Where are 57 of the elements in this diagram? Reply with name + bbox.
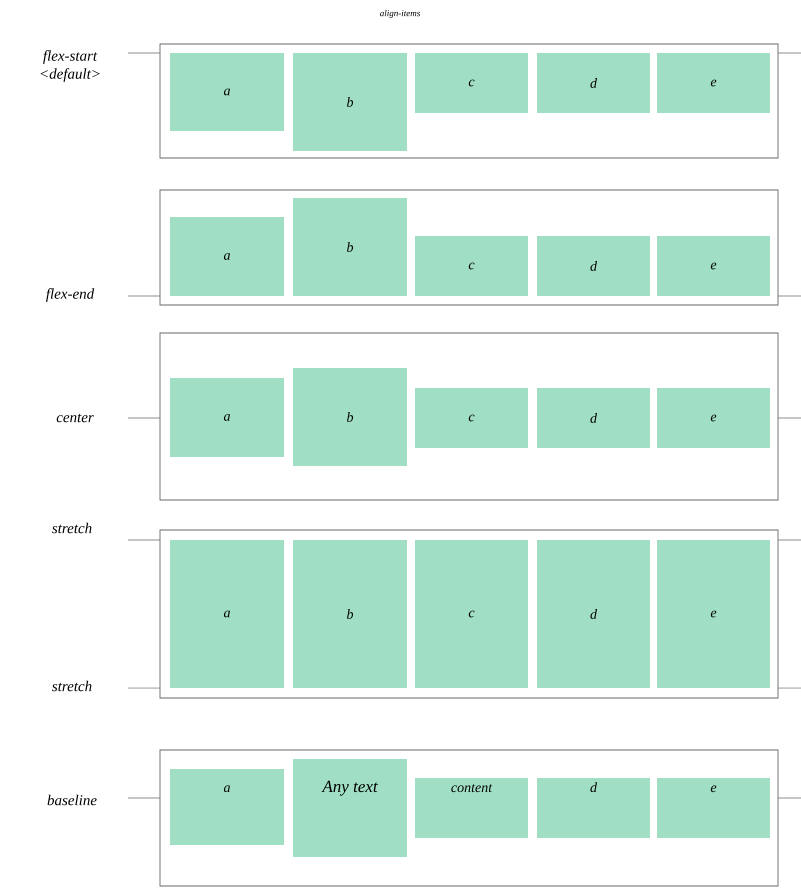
item-label: d (590, 609, 598, 619)
item-label: a (224, 785, 230, 792)
flex-item (170, 540, 284, 688)
item-label: c (468, 414, 474, 422)
value-label: center (56, 414, 94, 422)
item-label: d (590, 78, 598, 88)
flex-item (537, 778, 650, 838)
item-label: a (224, 414, 230, 421)
item-label: d (590, 782, 598, 792)
flex-item (657, 236, 770, 296)
flex-item (537, 53, 650, 113)
item-label: b (347, 97, 354, 107)
item-label: content (451, 784, 492, 792)
item-label: e (710, 80, 716, 86)
flex-item (537, 236, 650, 296)
flex-item (537, 540, 650, 688)
flex-item (415, 778, 528, 838)
value-label: baseline (48, 794, 97, 806)
flex-item (293, 540, 407, 688)
title: align-items (380, 10, 420, 18)
flex-item (415, 388, 528, 448)
flex-item (293, 759, 407, 857)
flex-item (293, 53, 407, 151)
value-label: flex-start <default> (40, 50, 100, 82)
item-label: e (710, 785, 716, 792)
flex-item (170, 378, 284, 457)
flex-item (415, 236, 528, 296)
flex-item (293, 198, 407, 296)
item-label: b (347, 242, 354, 252)
flex-item (415, 540, 528, 688)
flex-item (657, 53, 770, 113)
flex-item (293, 368, 407, 466)
item-label: a (224, 88, 230, 96)
item-label: e (710, 610, 716, 618)
flex-item (537, 388, 650, 448)
flex-item (657, 778, 770, 838)
flex-item (170, 769, 284, 845)
item-label: Any text (321, 780, 378, 796)
value-label: stretch (52, 680, 92, 692)
item-label: e (710, 262, 716, 270)
flex-item (657, 540, 770, 688)
item-label: e (710, 414, 716, 422)
item-label: d (590, 413, 598, 423)
flex-item (170, 217, 284, 296)
item-label: c (468, 80, 474, 86)
value-label: flex-end (46, 288, 94, 302)
item-label: b (347, 609, 354, 619)
item-label: d (590, 261, 598, 271)
flex-item (415, 53, 528, 113)
flex-item (170, 53, 284, 131)
item-label: a (224, 610, 230, 618)
value-label: stretch (52, 522, 92, 534)
flex-item (657, 388, 770, 448)
item-label: a (224, 253, 230, 260)
item-label: c (468, 262, 474, 270)
item-label: b (347, 412, 354, 422)
item-label: c (468, 610, 474, 618)
